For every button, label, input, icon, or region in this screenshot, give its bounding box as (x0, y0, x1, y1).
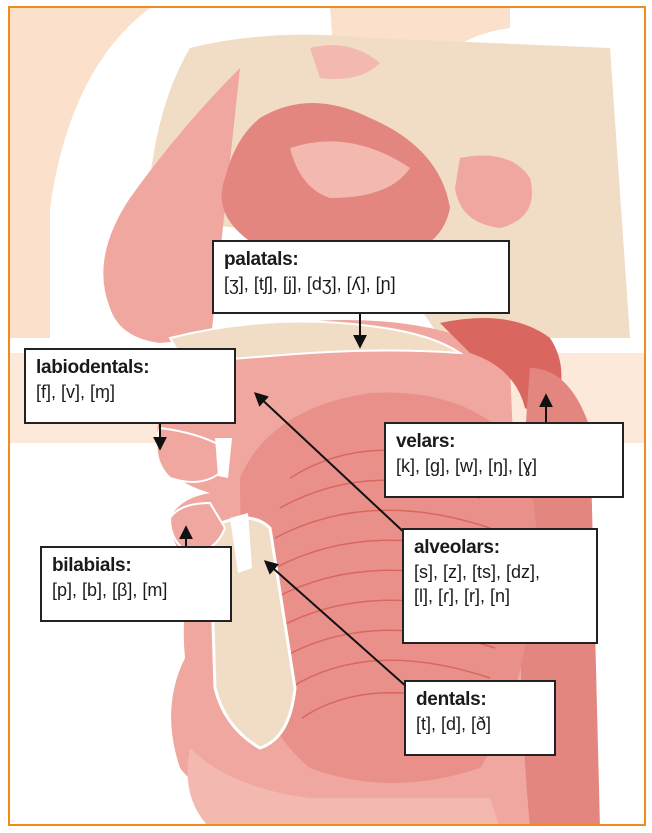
bilabials-sounds: [p], [b], [β], [m] (52, 578, 220, 602)
labiodentals-sounds: [f], [v], [ɱ] (36, 380, 224, 404)
diagram-frame: palatals: [ʒ], [tʃ], [j], [dʒ], [ʎ], [ɲ]… (8, 6, 646, 826)
bilabials-label: bilabials: [p], [b], [β], [m] (40, 546, 232, 622)
alveolars-title: alveolars: (414, 536, 586, 560)
alveolars-sounds: [s], [z], [ts], [dz], [l], [ɾ], [r], [n] (414, 560, 586, 608)
alveolars-label: alveolars: [s], [z], [ts], [dz], [l], [ɾ… (402, 528, 598, 644)
palatals-label: palatals: [ʒ], [tʃ], [j], [dʒ], [ʎ], [ɲ] (212, 240, 510, 314)
dentals-title: dentals: (416, 688, 544, 712)
palatals-sounds: [ʒ], [tʃ], [j], [dʒ], [ʎ], [ɲ] (224, 272, 498, 296)
velars-title: velars: (396, 430, 612, 454)
velars-label: velars: [k], [g], [w], [ŋ], [ɣ] (384, 422, 624, 498)
dentals-sounds: [t], [d], [ð] (416, 712, 544, 736)
dentals-label: dentals: [t], [d], [ð] (404, 680, 556, 756)
labiodentals-title: labiodentals: (36, 356, 224, 380)
velars-sounds: [k], [g], [w], [ŋ], [ɣ] (396, 454, 612, 478)
labiodentals-label: labiodentals: [f], [v], [ɱ] (24, 348, 236, 424)
palatals-title: palatals: (224, 248, 498, 272)
bilabials-title: bilabials: (52, 554, 220, 578)
